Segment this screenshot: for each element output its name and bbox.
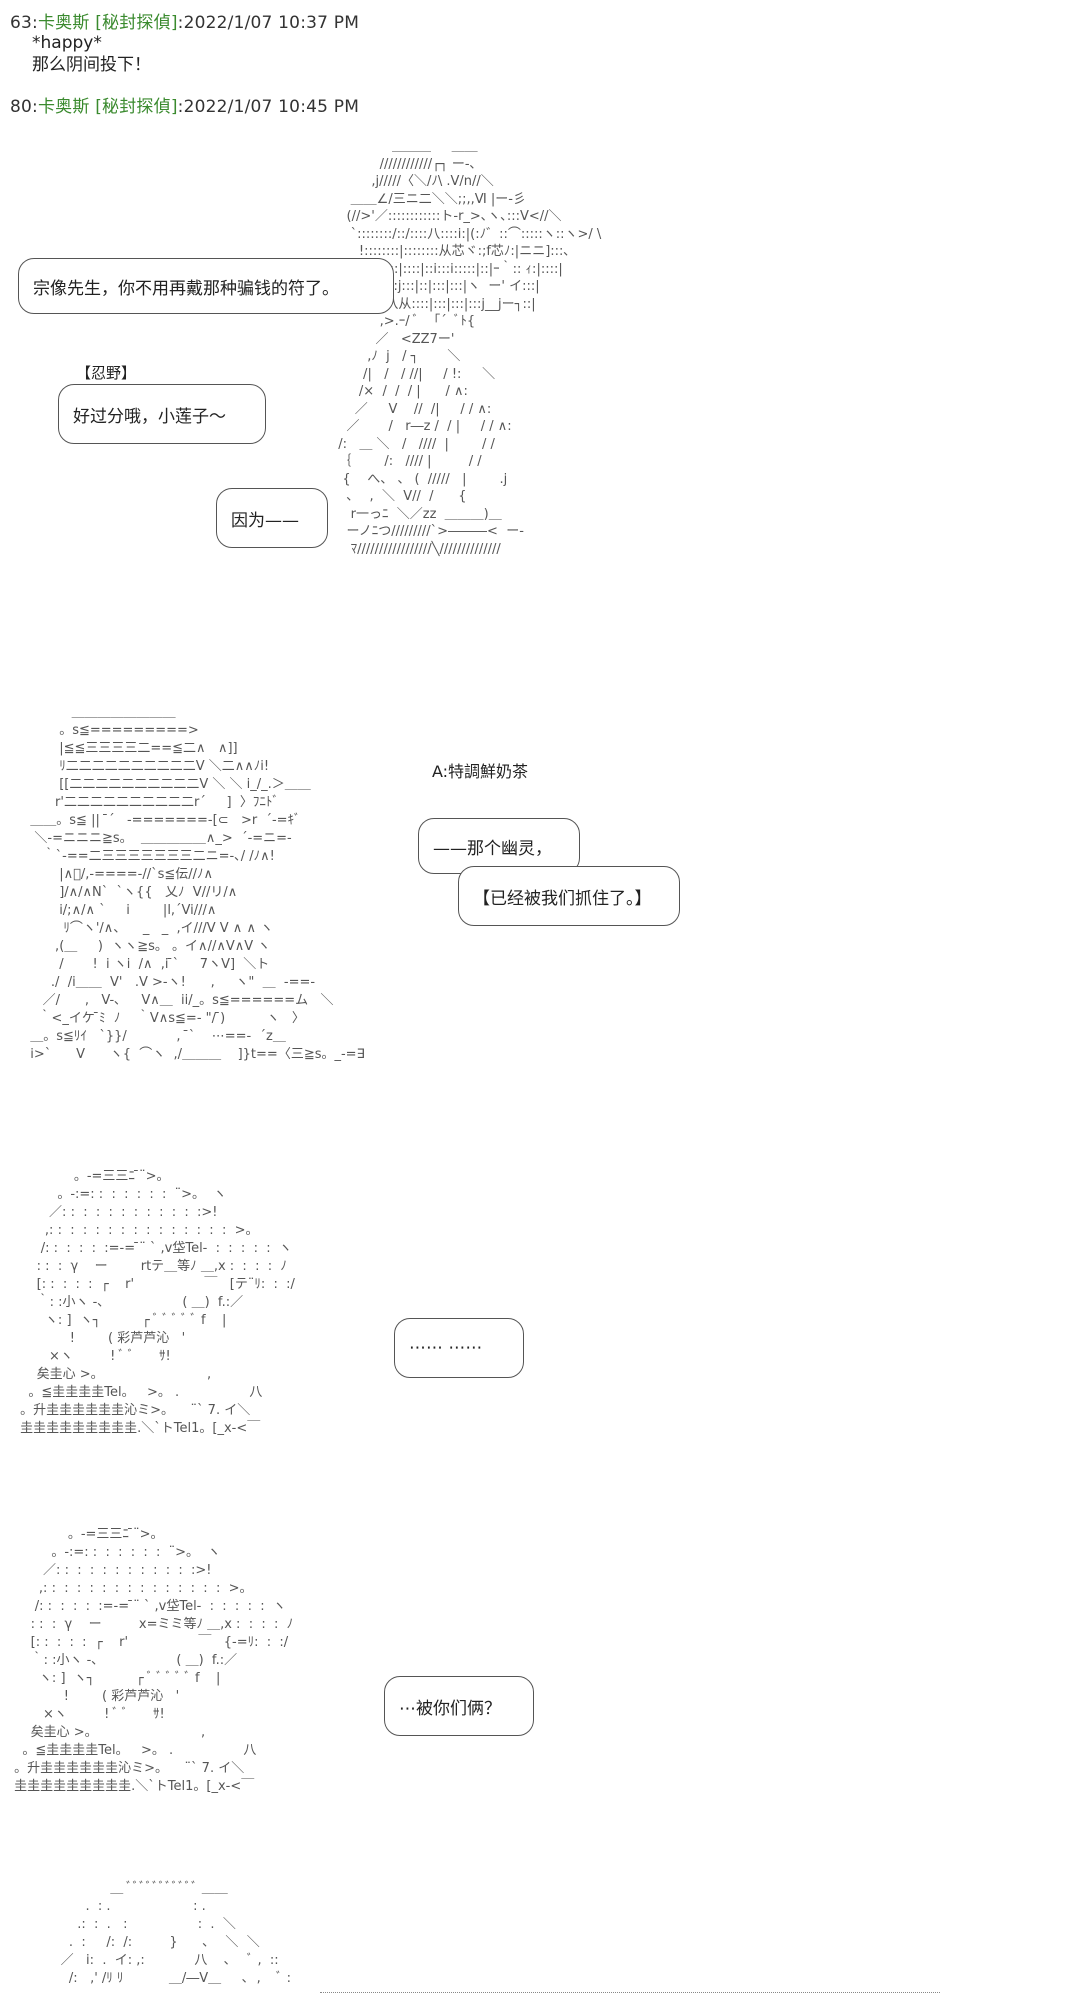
post-author-tag[interactable]: [秘封探偵] xyxy=(95,97,178,117)
post-author-link[interactable]: 卡奥斯 xyxy=(37,13,90,33)
post-line: *happy* xyxy=(32,33,102,53)
speech-bubble: ⋯被你们俩？ xyxy=(384,1676,534,1736)
ascii-art-scene-5: ＿ ﾞﾞﾞﾞﾞﾞﾞﾞﾞﾞﾞ ＿＿ . : . : . .: : . : : . … xyxy=(60,1881,292,1986)
post-author-link[interactable]: 卡奥斯 xyxy=(37,97,90,117)
post-number: 63 xyxy=(10,13,33,33)
speech-bubble: 好过分哦，小莲子～ xyxy=(58,384,266,444)
speech-bubble: 因为—— xyxy=(216,488,328,548)
bubble-text: 因为—— xyxy=(231,510,299,531)
speech-bubble: ⋯⋯ ⋯⋯ xyxy=(394,1318,524,1378)
ascii-art-scene-1: ＿＿＿ ＿＿ ////////////┌┐ ー-､ ,j/////〈＼/ﾉ\ .… xyxy=(338,139,602,557)
ascii-art-scene-2: ＿＿＿＿＿＿＿＿ 。s≦=========> |≦≦三三三三二==≦二∧ ∧]]… xyxy=(30,705,365,1062)
speech-bubble: 【已经被我们抓住了。】 xyxy=(458,866,680,926)
ascii-art-scene-3: 。-=三三ﾆ ̄¨>。 。-:=: : : : : : : ¨>。 ヽ ／: :… xyxy=(20,1169,295,1436)
post-timestamp: :2022/1/07 10:37 PM xyxy=(177,13,360,33)
post-number-colon: : xyxy=(32,97,38,117)
post-author-tag[interactable]: [秘封探偵] xyxy=(95,13,178,33)
scene-caption: A:特調鮮奶茶 xyxy=(432,762,529,781)
post-number-colon: : xyxy=(32,13,38,33)
bubble-text: 【已经被我们抓住了。】 xyxy=(473,888,652,909)
post-line: 那么阴间投下！ xyxy=(32,55,151,75)
post-header-63: 63:卡奥斯 [秘封探偵]:2022/1/07 10:37 PM xyxy=(10,8,359,33)
ascii-art-scene-4: 。-=三三ﾆ ̄¨>。 。-:=: : : : : : : ¨>。 ヽ ／: :… xyxy=(14,1527,294,1794)
speech-bubble: 宗像先生，你不用再戴那种骗钱的符了。 xyxy=(18,258,394,314)
bubble-text: 好过分哦，小莲子～ xyxy=(73,406,226,427)
post-body-63: *happy* 那么阴间投下！ xyxy=(32,32,151,76)
dotted-line xyxy=(320,1992,940,1993)
speech-bubble: ——那个幽灵， xyxy=(418,818,580,874)
bubble-text: ⋯⋯ ⋯⋯ xyxy=(409,1338,483,1358)
bubble-text: 宗像先生，你不用再戴那种骗钱的符了。 xyxy=(33,278,339,299)
bubble-text: ⋯被你们俩？ xyxy=(399,1698,501,1719)
bubble-text: ——那个幽灵， xyxy=(433,838,552,859)
post-header-80: 80:卡奥斯 [秘封探偵]:2022/1/07 10:45 PM xyxy=(10,92,359,117)
post-timestamp: :2022/1/07 10:45 PM xyxy=(177,97,360,117)
post-number: 80 xyxy=(10,97,33,117)
speaker-tag: 【忍野】 xyxy=(76,364,137,382)
